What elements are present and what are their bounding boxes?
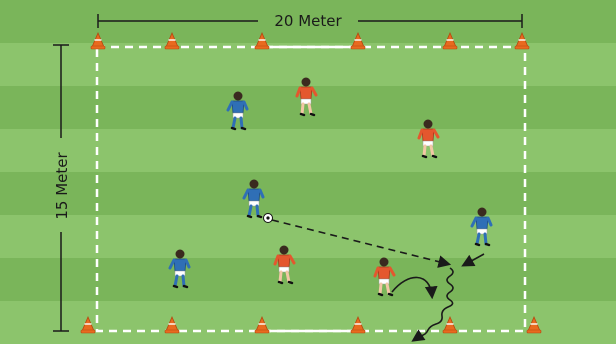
curved-run-arrow xyxy=(391,276,438,300)
movement-arrows xyxy=(271,219,485,342)
dribble-arrow xyxy=(411,267,454,342)
ball-icon xyxy=(263,213,273,223)
height-dimension: 15 Meter xyxy=(53,44,71,332)
pass-arrow xyxy=(271,219,452,268)
width-dimension: 20 Meter xyxy=(97,12,523,30)
height-label: 15 Meter xyxy=(53,152,71,220)
run-arrow xyxy=(461,253,485,267)
width-label: 20 Meter xyxy=(274,12,342,30)
